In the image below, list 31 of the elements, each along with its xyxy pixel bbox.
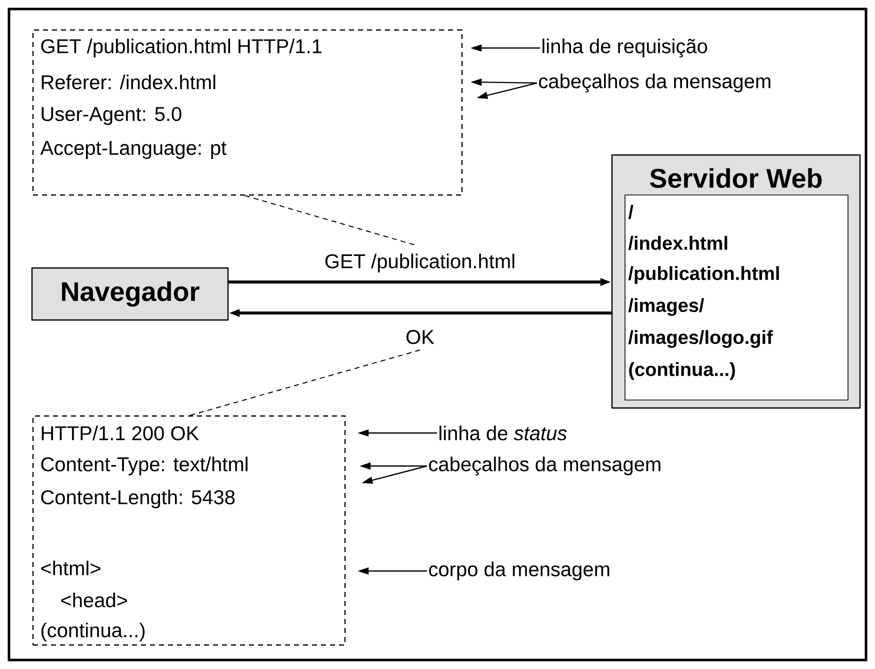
leader-line <box>244 195 416 246</box>
message-box <box>32 29 463 196</box>
leader-line <box>190 350 420 416</box>
message-line: Accept-Language: pt <box>40 141 226 159</box>
file-path: /publication.html <box>628 266 779 284</box>
browser-box <box>31 267 229 321</box>
file-path: / <box>628 204 634 220</box>
message-line: HTTP/1.1 200 OK <box>42 426 199 440</box>
message-line: <head> <box>61 592 128 608</box>
annotation-label: linha de status <box>440 426 567 440</box>
box-title: Servidor Web <box>650 168 822 188</box>
message-line: Content-Length: 5438 <box>41 490 235 508</box>
message-line: Referer: /index.html <box>42 74 216 90</box>
file-path: (continua...) <box>629 362 735 380</box>
annotation-label: corpo da mensagem <box>429 562 610 580</box>
message-line: User-Agent: 5.0 <box>42 106 182 126</box>
message-line: <html> <box>41 560 100 576</box>
annotation-label: cabeçalhos da mensagem <box>539 74 770 92</box>
file-path: /images/ <box>628 298 704 316</box>
file-path: /index.html <box>628 236 728 250</box>
file-list-box <box>624 194 848 400</box>
message-line: Content-Type: text/html <box>41 456 248 476</box>
edge-label: GET /publication.html <box>323 252 517 274</box>
annotation-label: linha de requisição <box>542 38 708 58</box>
message-box <box>32 415 346 646</box>
box-title: Navegador <box>62 281 200 307</box>
edge-label: OK <box>404 328 436 346</box>
message-line: GET /publication.html HTTP/1.1 <box>41 38 322 58</box>
message-line: (continua...) <box>41 622 145 642</box>
file-path: /images/logo.gif <box>628 330 773 348</box>
annotation-label: cabeçalhos da mensagem <box>429 456 660 476</box>
